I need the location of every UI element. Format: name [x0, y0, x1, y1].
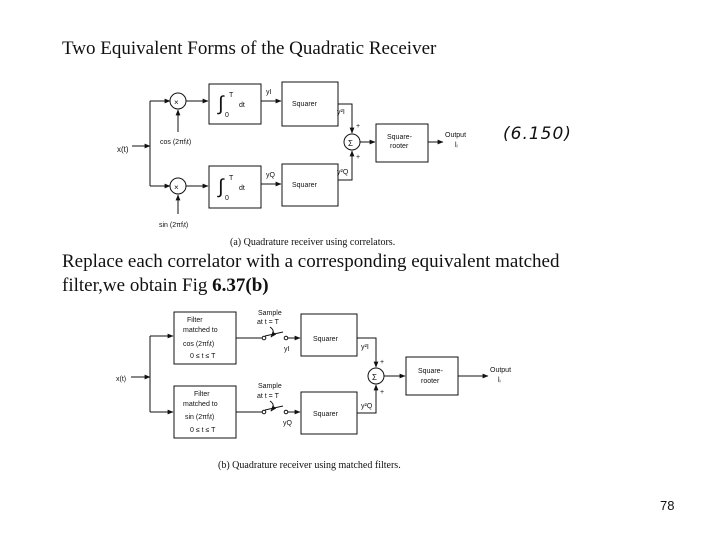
replace-line2: filter,we obtain Fig 6.37(b) [62, 274, 559, 298]
b-sum-symbol: Σ [372, 373, 377, 382]
figure-reference: 6.37(b) [212, 275, 269, 296]
a-integral-top-sign: ∫ [217, 93, 225, 115]
b-filter-bottom-line1: Filter [194, 391, 210, 398]
a-sin-label: sin (2πfᵢt) [159, 222, 188, 229]
a-integral-top-upper: T [229, 92, 234, 99]
a-squarer-top-label: Squarer [292, 101, 318, 108]
a-integral-top-lower: 0 [225, 112, 229, 119]
a-squarer-bottom [281, 163, 339, 207]
b-sample-bottom-line2: at t = T [257, 393, 280, 400]
a-integral-bottom-sign: ∫ [217, 176, 225, 198]
a-output-symbol: lᵢ [455, 142, 458, 149]
b-sample-bottom-line1: Sample [258, 383, 282, 390]
b-square-rooter [405, 356, 459, 396]
b-filter-bottom-line3: sin (2πfᵢt) [185, 414, 214, 421]
b-yi2-label: y²I [361, 344, 369, 351]
b-yq-label: yQ [283, 420, 293, 427]
a-output-label: Output [445, 132, 466, 139]
a-integral-bottom-dt: dt [239, 185, 245, 192]
a-integrator-bottom [208, 165, 262, 209]
b-filter-bottom-line2: matched to [183, 401, 218, 408]
a-integral-bottom-upper: T [229, 175, 234, 182]
b-squarer-bottom-label: Squarer [313, 411, 339, 418]
b-yq2-label: y²Q [361, 403, 373, 410]
b-plus-bottom: + [380, 389, 384, 396]
b-switch-top-pivot [261, 335, 267, 341]
b-filter-top-line1: Filter [187, 317, 203, 324]
a-integral-bottom-lower: 0 [225, 195, 229, 202]
replace-text: Replace each correlator with a correspon… [62, 250, 559, 298]
a-integral-top-dt: dt [239, 102, 245, 109]
b-caption: (b) Quadrature receiver using matched fi… [218, 460, 401, 471]
b-output-symbol: lᵢ [498, 377, 501, 384]
b-sample-top-line2: at t = T [257, 319, 280, 326]
a-plus-bottom: + [356, 154, 360, 161]
b-yi-label: yI [284, 346, 290, 353]
a-rooter-line2: rooter [390, 143, 409, 150]
b-switch-bottom-blade [264, 405, 284, 411]
diagram-b: x(t) Filter matched to cos (2πfᵢt) 0 ≤ t… [116, 310, 511, 471]
b-squarer-top-label: Squarer [313, 336, 339, 343]
a-yi-label: yI [266, 89, 272, 96]
slide-title: Two Equivalent Forms of the Quadratic Re… [62, 38, 437, 59]
a-square-rooter [375, 123, 429, 163]
a-yq2-label: y²Q [337, 169, 349, 176]
b-sample-top-line1: Sample [258, 310, 282, 317]
handwritten-note: (6.150) [503, 124, 572, 144]
a-sum-symbol: Σ [348, 139, 353, 148]
b-filter-top-line3: cos (2πfᵢt) [183, 341, 214, 348]
a-caption: (a) Quadrature receiver using correlator… [230, 237, 395, 248]
b-squarer-top [300, 313, 358, 357]
a-rooter-line1: Square- [387, 134, 413, 141]
b-plus-top: + [380, 359, 384, 366]
a-multiplier-bottom-symbol: × [174, 183, 179, 192]
b-filter-top-line2: matched to [183, 327, 218, 334]
b-rooter-line1: Square- [418, 368, 444, 375]
a-multiplier-top-symbol: × [174, 98, 179, 107]
diagram-a: x(t) × cos (2πfᵢt) ∫ T 0 dt yI Squarer y… [117, 81, 466, 248]
a-cos-label: cos (2πfᵢt) [160, 139, 191, 146]
a-plus-top: + [356, 123, 360, 130]
replace-line1: Replace each correlator with a correspon… [62, 251, 560, 272]
a-input-label: x(t) [117, 145, 129, 154]
b-input-label: x(t) [116, 376, 126, 383]
b-filter-bottom-line4: 0 ≤ t ≤ T [190, 427, 216, 434]
b-switch-bottom-pivot [261, 409, 267, 415]
b-filter-top-line4: 0 ≤ t ≤ T [190, 353, 216, 360]
page-number: 78 [660, 498, 675, 513]
b-output-label: Output [490, 367, 511, 374]
a-integrator-top [208, 83, 262, 125]
b-switch-top-blade [264, 331, 284, 337]
a-squarer-bottom-label: Squarer [292, 182, 318, 189]
replace-line2-text: filter,we obtain Fig [62, 275, 213, 296]
a-yi2-label: y²I [337, 109, 345, 116]
b-rooter-line2: rooter [421, 378, 440, 385]
a-yq-label: yQ [266, 172, 276, 179]
